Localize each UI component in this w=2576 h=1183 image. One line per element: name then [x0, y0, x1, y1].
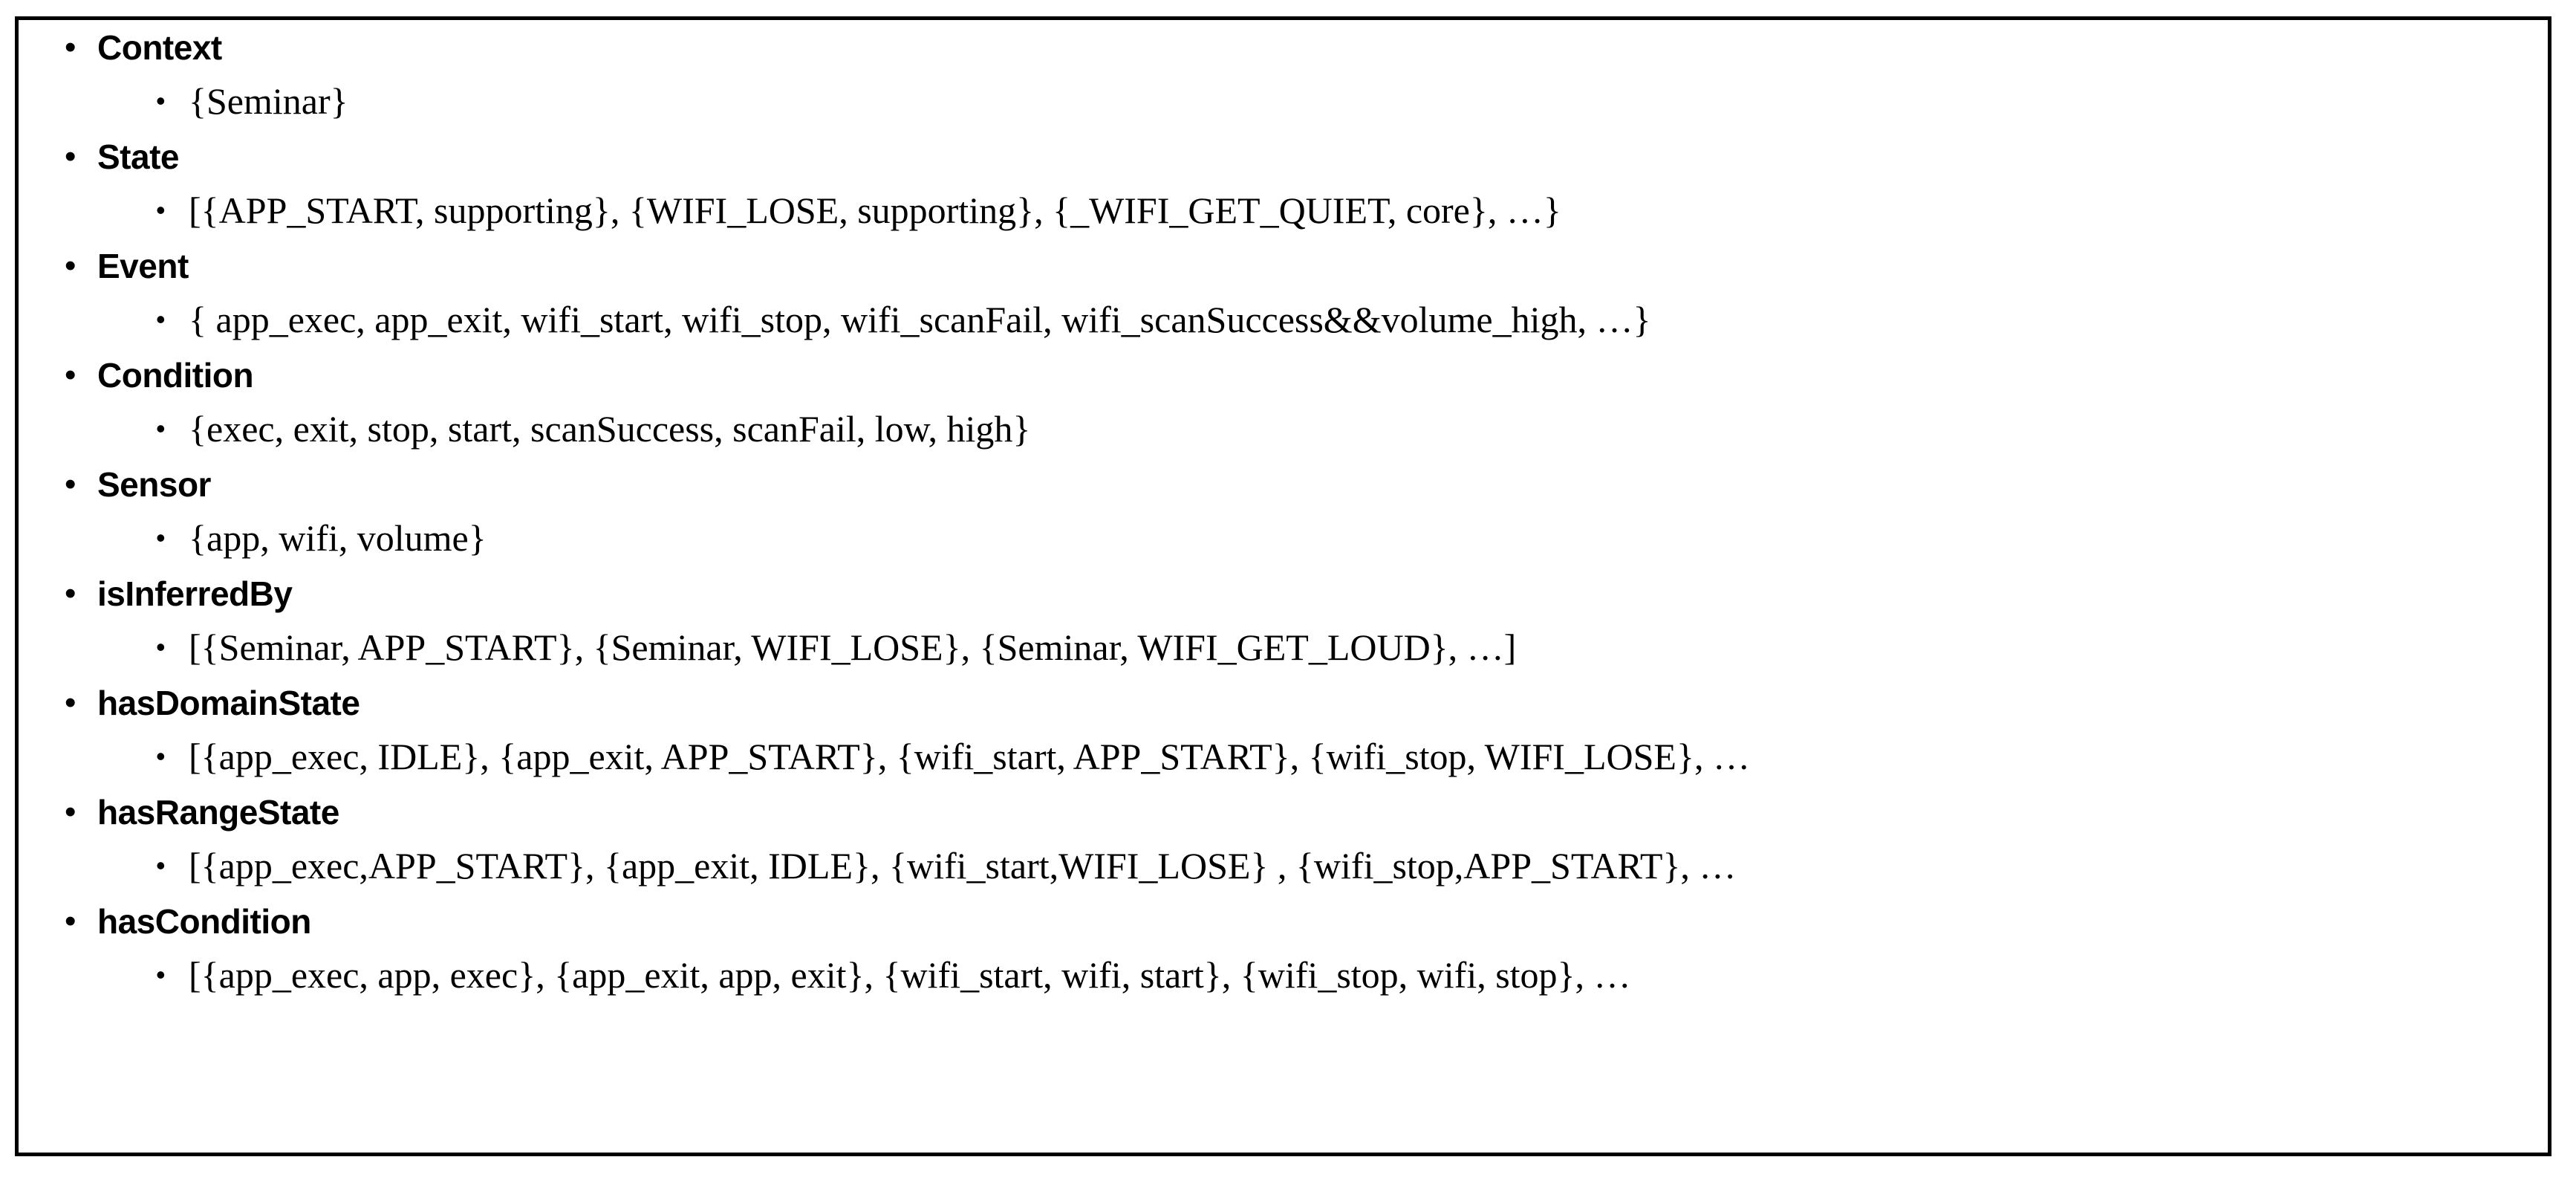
entry-key-label: isInferredBy [97, 574, 293, 613]
bullet-icon: • [65, 138, 77, 175]
ontology-entry-state: • State • [{APP_START, supporting}, {WIF… [19, 135, 2548, 244]
entry-key-label: hasRangeState [97, 793, 339, 832]
sub-bullet-icon: • [156, 304, 166, 334]
entry-value-text: {exec, exit, stop, start, scanSuccess, s… [189, 408, 1031, 450]
key-row-isinferredby: • isInferredBy [19, 572, 2548, 618]
value-row-condition: • {exec, exit, stop, start, scanSuccess,… [19, 400, 2548, 463]
entry-key-label: Sensor [97, 465, 211, 504]
ontology-entry-list: • Context • {Seminar} • State • [{APP_ST… [19, 20, 2548, 1009]
bullet-icon: • [65, 357, 77, 393]
value-row-event: • { app_exec, app_exit, wifi_start, wifi… [19, 291, 2548, 354]
ontology-entry-hascondition: • hasCondition • [{app_exec, app, exec},… [19, 900, 2548, 1009]
sub-bullet-icon: • [156, 195, 166, 225]
entry-value-text: {app, wifi, volume} [189, 517, 487, 559]
ontology-definition-frame: • Context • {Seminar} • State • [{APP_ST… [15, 16, 2551, 1156]
bullet-icon: • [65, 247, 77, 284]
bullet-icon: • [65, 684, 77, 721]
bullet-icon: • [65, 575, 77, 612]
ontology-entry-event: • Event • { app_exec, app_exit, wifi_sta… [19, 244, 2548, 354]
value-row-hasrangestate: • [{app_exec,APP_START}, {app_exit, IDLE… [19, 837, 2548, 900]
value-row-isinferredby: • [{Seminar, APP_START}, {Seminar, WIFI_… [19, 618, 2548, 681]
entry-value-text: [{app_exec, app, exec}, {app_exit, app, … [189, 954, 1631, 996]
key-row-hascondition: • hasCondition [19, 900, 2548, 946]
entry-value-text: { app_exec, app_exit, wifi_start, wifi_s… [189, 299, 1651, 340]
ontology-entry-hasrangestate: • hasRangeState • [{app_exec,APP_START},… [19, 791, 2548, 900]
key-row-sensor: • Sensor [19, 463, 2548, 509]
entry-value-text: [{APP_START, supporting}, {WIFI_LOSE, su… [189, 189, 1561, 231]
key-row-state: • State [19, 135, 2548, 181]
bullet-icon: • [65, 903, 77, 939]
entry-value-text: [{app_exec,APP_START}, {app_exit, IDLE},… [189, 845, 1737, 887]
key-row-context: • Context [19, 26, 2548, 72]
sub-bullet-icon: • [156, 850, 166, 881]
ontology-entry-isinferredby: • isInferredBy • [{Seminar, APP_START}, … [19, 572, 2548, 681]
value-row-hasdomainstate: • [{app_exec, IDLE}, {app_exit, APP_STAR… [19, 727, 2548, 791]
bullet-icon: • [65, 794, 77, 830]
ontology-entry-context: • Context • {Seminar} [19, 26, 2548, 135]
entry-key-label: hasDomainState [97, 684, 360, 722]
key-row-condition: • Condition [19, 354, 2548, 400]
entry-key-label: Condition [97, 356, 254, 395]
entry-value-text: {Seminar} [189, 80, 348, 122]
sub-bullet-icon: • [156, 85, 166, 116]
value-row-sensor: • {app, wifi, volume} [19, 509, 2548, 572]
key-row-event: • Event [19, 244, 2548, 291]
ontology-entry-condition: • Condition • {exec, exit, stop, start, … [19, 354, 2548, 463]
ontology-entry-sensor: • Sensor • {app, wifi, volume} [19, 463, 2548, 572]
key-row-hasdomainstate: • hasDomainState [19, 681, 2548, 727]
value-row-hascondition: • [{app_exec, app, exec}, {app_exit, app… [19, 946, 2548, 1009]
sub-bullet-icon: • [156, 413, 166, 444]
entry-key-label: State [97, 137, 179, 176]
value-row-state: • [{APP_START, supporting}, {WIFI_LOSE, … [19, 181, 2548, 244]
entry-value-text: [{app_exec, IDLE}, {app_exit, APP_START}… [189, 736, 1750, 777]
value-row-context: • {Seminar} [19, 72, 2548, 135]
entry-value-text: [{Seminar, APP_START}, {Seminar, WIFI_LO… [189, 626, 1517, 668]
bullet-icon: • [65, 466, 77, 502]
key-row-hasrangestate: • hasRangeState [19, 791, 2548, 837]
sub-bullet-icon: • [156, 522, 166, 553]
sub-bullet-icon: • [156, 741, 166, 771]
bullet-icon: • [65, 29, 77, 65]
sub-bullet-icon: • [156, 959, 166, 990]
sub-bullet-icon: • [156, 632, 166, 662]
ontology-entry-hasdomainstate: • hasDomainState • [{app_exec, IDLE}, {a… [19, 681, 2548, 791]
entry-key-label: Event [97, 247, 189, 285]
entry-key-label: hasCondition [97, 902, 311, 941]
entry-key-label: Context [97, 28, 222, 67]
